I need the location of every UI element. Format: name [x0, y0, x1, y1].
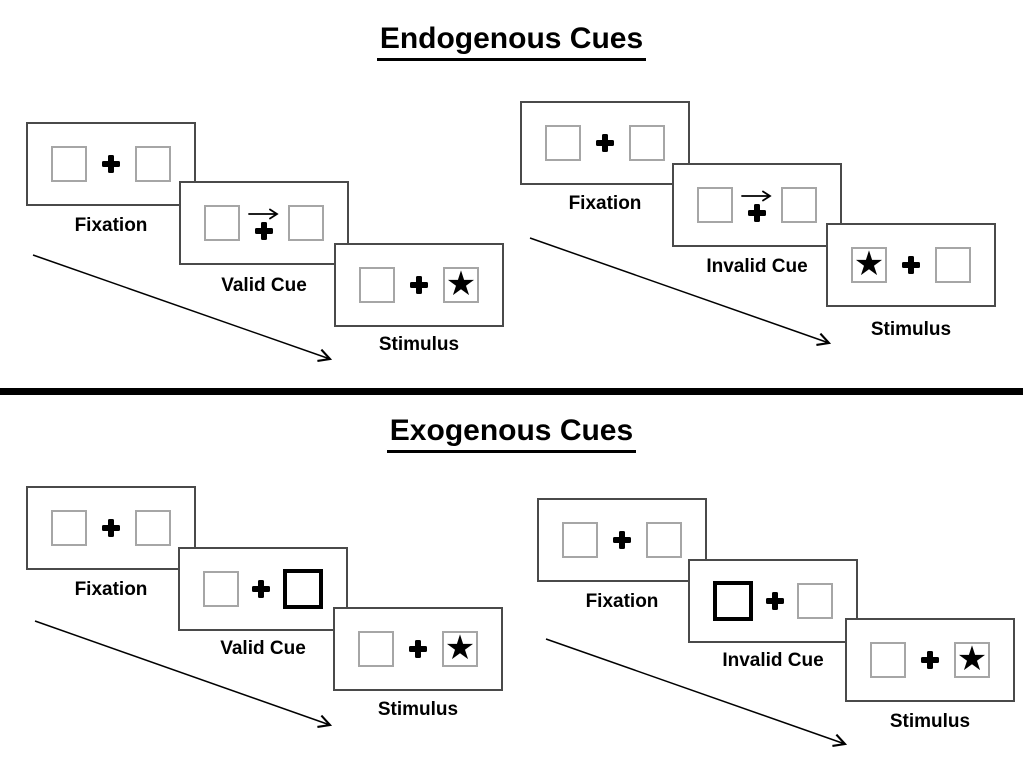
placeholder-box-right — [135, 146, 171, 182]
placeholder-box-left — [697, 187, 733, 223]
invalid-cue-panel — [672, 163, 842, 247]
panel-label: Stimulus — [870, 319, 952, 340]
target-star-icon: ★ — [445, 263, 477, 304]
cue-box-left — [713, 581, 753, 621]
fixation-panel — [26, 122, 196, 206]
placeholder-box-right — [797, 583, 833, 619]
fixation-cross-icon — [409, 640, 427, 658]
section-title-text: Exogenous Cues — [386, 414, 637, 453]
panel-label: Fixation — [74, 579, 148, 600]
placeholder-box-left — [562, 522, 598, 558]
target-box-left: ★ — [851, 247, 887, 283]
placeholder-box-right — [935, 247, 971, 283]
invalid-cue-panel — [688, 559, 858, 643]
target-star-icon: ★ — [956, 638, 988, 679]
timeline-arrow — [529, 237, 832, 346]
panel-label: Stimulus — [377, 699, 459, 720]
section-title-text: Endogenous Cues — [376, 22, 647, 61]
cue-column — [247, 207, 281, 240]
timeline-arrow — [34, 620, 333, 728]
panel-label: Fixation — [74, 215, 148, 236]
fixation-cross-icon — [921, 651, 939, 669]
fixation-cross-icon — [252, 580, 270, 598]
placeholder-box-right — [646, 522, 682, 558]
stimulus-panel: ★ — [845, 618, 1015, 702]
fixation-cross-icon — [613, 531, 631, 549]
exogenous-section-title: Exogenous Cues — [0, 414, 1023, 453]
target-star-icon: ★ — [444, 627, 476, 668]
panel-label: Stimulus — [889, 711, 971, 732]
cue-column — [740, 189, 774, 222]
cue-arrow-right-icon — [741, 190, 772, 201]
fixation-cross-icon — [255, 221, 273, 240]
valid-cue-panel — [179, 181, 349, 265]
stimulus-panel: ★ — [334, 243, 504, 327]
cue-arrow-right-icon — [248, 208, 279, 219]
fixation-cross-icon — [748, 203, 766, 222]
placeholder-box-right — [629, 125, 665, 161]
fixation-panel — [537, 498, 707, 582]
placeholder-box-right — [781, 187, 817, 223]
fixation-panel — [520, 101, 690, 185]
placeholder-box-left — [545, 125, 581, 161]
placeholder-box-left — [870, 642, 906, 678]
target-star-icon: ★ — [853, 243, 885, 284]
target-box-right: ★ — [954, 642, 990, 678]
fixation-cross-icon — [102, 155, 120, 173]
panel-label: Invalid Cue — [722, 650, 824, 671]
fixation-cross-icon — [102, 519, 120, 537]
fixation-cross-icon — [766, 592, 784, 610]
target-box-right: ★ — [443, 267, 479, 303]
endogenous-section-title: Endogenous Cues — [0, 22, 1023, 61]
valid-cue-panel — [178, 547, 348, 631]
fixation-cross-icon — [596, 134, 614, 152]
stimulus-panel: ★ — [333, 607, 503, 691]
placeholder-box-left — [51, 146, 87, 182]
placeholder-box-right — [135, 510, 171, 546]
placeholder-box-left — [359, 267, 395, 303]
section-divider — [0, 388, 1023, 395]
panel-label: Invalid Cue — [706, 256, 808, 277]
target-box-right: ★ — [442, 631, 478, 667]
timeline-arrow — [545, 638, 848, 747]
stimulus-panel: ★ — [826, 223, 996, 307]
placeholder-box-right — [288, 205, 324, 241]
placeholder-box-left — [203, 571, 239, 607]
cue-box-right — [283, 569, 323, 609]
placeholder-box-left — [51, 510, 87, 546]
timeline-arrow — [32, 254, 333, 362]
placeholder-box-left — [358, 631, 394, 667]
panel-label: Valid Cue — [221, 275, 307, 296]
fixation-panel — [26, 486, 196, 570]
placeholder-box-left — [204, 205, 240, 241]
panel-label: Fixation — [568, 193, 642, 214]
fixation-cross-icon — [410, 276, 428, 294]
panel-label: Valid Cue — [220, 638, 306, 659]
fixation-cross-icon — [902, 256, 920, 274]
panel-label: Stimulus — [378, 334, 460, 355]
panel-label: Fixation — [585, 591, 659, 612]
